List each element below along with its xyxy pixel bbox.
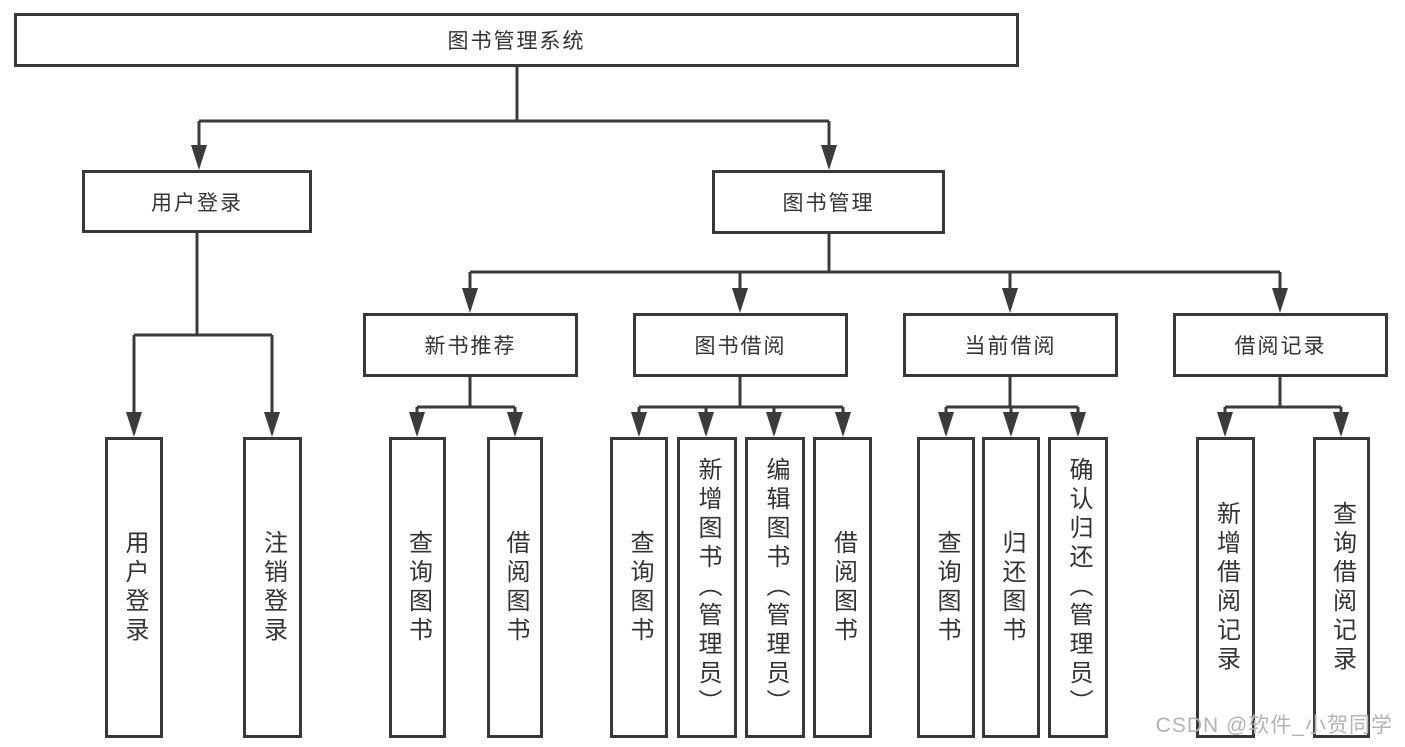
- node-book-mgmt: 图书管理: [712, 170, 945, 234]
- arrow-down-icon: [462, 288, 478, 313]
- leaf-records-query-record: 查询借阅记录: [1313, 437, 1370, 738]
- watermark: CSDN @软件_小贺同学: [1155, 714, 1393, 737]
- arrow-down-icon: [1217, 412, 1233, 437]
- connector-user-login: [126, 233, 280, 437]
- connector-new-book-rec: [409, 377, 523, 437]
- arrow-down-icon: [1003, 412, 1019, 437]
- leaf-borrow-query-books: 查询图书: [610, 437, 668, 738]
- leaf-borrow-borrow-books: 借阅图书: [813, 437, 872, 738]
- arrow-down-icon: [1070, 412, 1086, 437]
- arrow-down-icon: [732, 288, 748, 313]
- leaf-current-query-books: 查询图书: [917, 437, 975, 738]
- arrow-down-icon: [1272, 288, 1288, 313]
- node-root: 图书管理系统: [14, 13, 1019, 67]
- arrow-down-icon: [938, 412, 954, 437]
- node-user-login: 用户登录: [82, 170, 312, 233]
- leaf-newrec-borrow-books: 借阅图书: [487, 437, 543, 738]
- arrow-down-icon: [191, 145, 207, 170]
- arrow-down-icon: [1002, 288, 1018, 313]
- arrow-down-icon: [766, 412, 782, 437]
- arrow-down-icon: [409, 412, 425, 437]
- node-borrow-records: 借阅记录: [1173, 313, 1388, 377]
- connector-root: [191, 67, 837, 170]
- connector-book-mgmt: [462, 234, 1288, 313]
- arrow-down-icon: [631, 412, 647, 437]
- leaf-borrow-add-books-admin: 新增图书（管理员）: [677, 437, 737, 738]
- connector-borrow-records: [1217, 377, 1349, 437]
- arrow-down-icon: [507, 412, 523, 437]
- arrow-down-icon: [1333, 412, 1349, 437]
- leaf-current-return-books: 归还图书: [982, 437, 1040, 738]
- leaf-records-add-record: 新增借阅记录: [1196, 437, 1255, 738]
- arrow-down-icon: [126, 412, 142, 437]
- connector-book-borrow: [631, 377, 851, 437]
- node-book-borrow: 图书借阅: [633, 313, 848, 377]
- leaf-user-login: 用户登录: [105, 437, 163, 738]
- node-new-book-rec: 新书推荐: [363, 313, 578, 377]
- leaf-logout: 注销登录: [243, 437, 302, 738]
- leaf-current-confirm-return-admin: 确认归还（管理员）: [1048, 437, 1108, 738]
- node-current-borrow: 当前借阅: [903, 313, 1118, 377]
- arrow-down-icon: [698, 412, 714, 437]
- arrow-down-icon: [835, 412, 851, 437]
- arrow-down-icon: [821, 145, 837, 170]
- leaf-borrow-edit-books-admin: 编辑图书（管理员）: [745, 437, 805, 738]
- connector-current-borrow: [938, 377, 1086, 437]
- arrow-down-icon: [264, 412, 280, 437]
- leaf-newrec-query-books: 查询图书: [389, 437, 446, 738]
